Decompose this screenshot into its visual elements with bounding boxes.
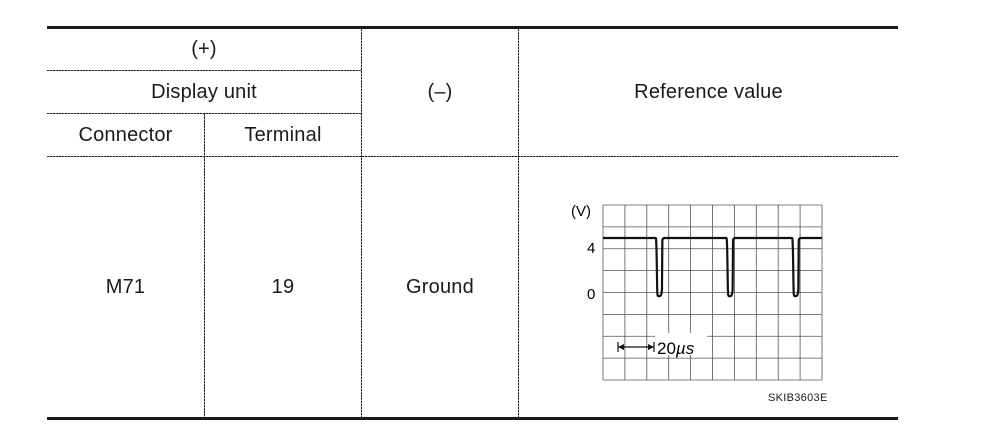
- figure-code: SKIB3603E: [768, 392, 828, 404]
- header-reference-value: Reference value: [634, 81, 783, 103]
- header-terminal: Terminal: [244, 123, 322, 146]
- waveform-grid: [602, 204, 823, 381]
- header-connector: Connector: [78, 123, 173, 146]
- reference-waveform: (V) 4 0 20µs: [571, 203, 823, 381]
- waveform-trace: [603, 236, 822, 298]
- table-bottom-rule: [47, 417, 898, 420]
- time-scale-indicator: 20µs: [617, 333, 707, 358]
- time-scale-label: 20µs: [657, 339, 695, 358]
- waveform-y-tick-low: 0: [587, 286, 595, 303]
- header-negative: (–): [427, 81, 453, 103]
- time-scale-value: 20: [657, 339, 676, 358]
- header-positive: (+): [191, 38, 217, 60]
- time-scale-unit: µs: [675, 339, 695, 358]
- header-display-unit: Display unit: [151, 80, 257, 103]
- divider-connector-terminal: [204, 114, 205, 417]
- divider-display-unit: [47, 113, 361, 114]
- divider-negative-reference: [518, 29, 519, 417]
- cell-negative: Ground: [406, 275, 474, 298]
- table-top-rule: [47, 26, 898, 29]
- waveform-y-tick-high: 4: [587, 240, 595, 257]
- waveform-unit-label: (V): [571, 203, 591, 220]
- cell-connector: M71: [105, 275, 146, 298]
- cell-terminal: 19: [271, 275, 295, 298]
- divider-positive-negative: [361, 29, 362, 417]
- divider-positive: [47, 70, 361, 71]
- divider-header-bottom: [47, 156, 898, 157]
